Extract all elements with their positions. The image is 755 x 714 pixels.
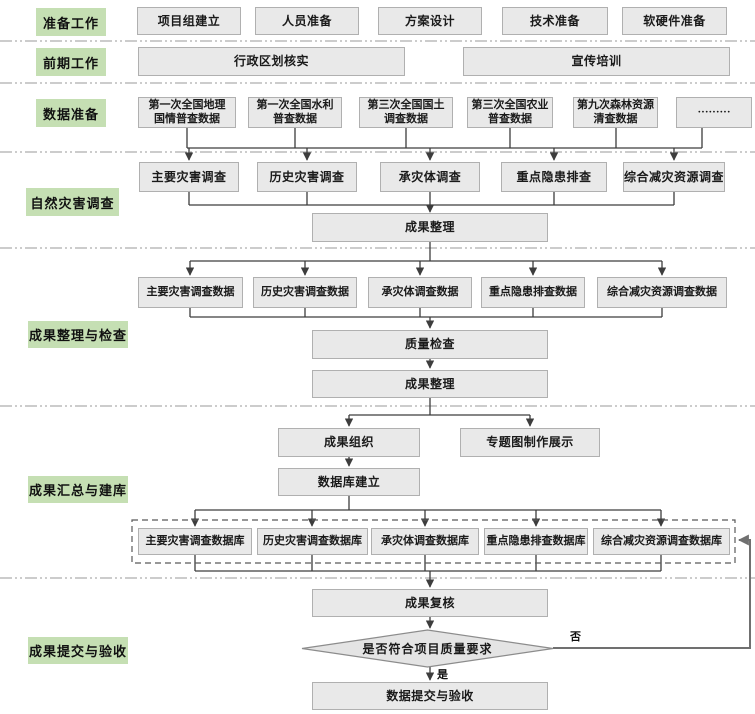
lane-label-summary-database: 成果汇总与建库 [28, 476, 128, 503]
node-scheme-design: 方案设计 [378, 7, 482, 35]
node-software-hardware-prep: 软硬件准备 [622, 7, 727, 35]
node-agriculture-census-data: 第三次全国农业 普查数据 [467, 97, 553, 128]
node-hazard-bearing-body-survey-database: 承灾体调查数据库 [371, 528, 479, 555]
node-key-hidden-danger-check-data: 重点隐患排查数据 [481, 277, 585, 308]
node-personnel-preparation: 人员准备 [255, 7, 359, 35]
node-key-hidden-danger-check-database: 重点隐患排查数据库 [484, 528, 588, 555]
lane-label-early-work: 前期工作 [36, 48, 106, 76]
node-mitigation-resource-survey-database: 综合减灾资源调查数据库 [593, 528, 730, 555]
node-land-survey-data: 第三次全国国土 调查数据 [359, 97, 453, 128]
node-key-hidden-danger-check: 重点隐患排查 [501, 162, 607, 192]
database-group-container [131, 519, 736, 564]
connector-lines [184, 128, 703, 681]
node-thematic-map-display: 专题图制作展示 [460, 428, 600, 457]
feedback-no-loop [553, 534, 751, 649]
node-geo-census-data: 第一次全国地理 国情普查数据 [138, 97, 236, 128]
lane-label-data-preparation: 数据准备 [36, 99, 106, 127]
lane-label-preparation: 准备工作 [36, 8, 106, 36]
lane-label-collation-check: 成果整理与检查 [28, 321, 128, 348]
node-data-submission-acceptance: 数据提交与验收 [312, 682, 548, 710]
node-admin-division-verify: 行政区划核实 [138, 47, 405, 76]
node-publicity-training: 宣传培训 [463, 47, 730, 76]
lane-label-disaster-survey: 自然灾害调查 [26, 188, 119, 216]
node-mitigation-resource-survey: 综合减灾资源调查 [623, 162, 725, 192]
node-technical-preparation: 技术准备 [502, 7, 608, 35]
node-historical-disaster-survey-database: 历史灾害调查数据库 [257, 528, 368, 555]
node-result-collation-2: 成果整理 [312, 370, 548, 398]
node-mitigation-resource-survey-data: 综合减灾资源调查数据 [597, 277, 727, 308]
node-major-disaster-survey: 主要灾害调查 [139, 162, 239, 192]
node-quality-check: 质量检查 [312, 330, 548, 359]
node-hazard-bearing-body-survey-data: 承灾体调查数据 [368, 277, 472, 308]
node-historical-disaster-survey-data: 历史灾害调查数据 [253, 277, 357, 308]
node-historical-disaster-survey: 历史灾害调查 [257, 162, 357, 192]
decision-diamond-shape [301, 629, 554, 668]
node-more-data-ellipsis: ········· [676, 97, 752, 128]
decision-yes-label: 是 [437, 669, 448, 681]
node-result-organization: 成果组织 [278, 428, 420, 457]
node-result-recheck: 成果复核 [312, 589, 548, 617]
node-forest-inventory-data: 第九次森林资源 清查数据 [573, 97, 658, 128]
node-result-collation-1: 成果整理 [312, 213, 548, 242]
node-major-disaster-survey-database: 主要灾害调查数据库 [138, 528, 252, 555]
decision-no-label: 否 [570, 631, 581, 643]
node-water-census-data: 第一次全国水利 普查数据 [248, 97, 342, 128]
decision-quality-requirement: 是否符合项目质量要求 [362, 642, 493, 656]
node-hazard-bearing-body-survey: 承灾体调查 [380, 162, 480, 192]
lane-label-submit-accept: 成果提交与验收 [28, 637, 128, 664]
node-database-establishment: 数据库建立 [278, 468, 420, 496]
node-major-disaster-survey-data: 主要灾害调查数据 [138, 277, 243, 308]
node-project-team-setup: 项目组建立 [137, 7, 241, 35]
lane-dividers [0, 40, 755, 579]
